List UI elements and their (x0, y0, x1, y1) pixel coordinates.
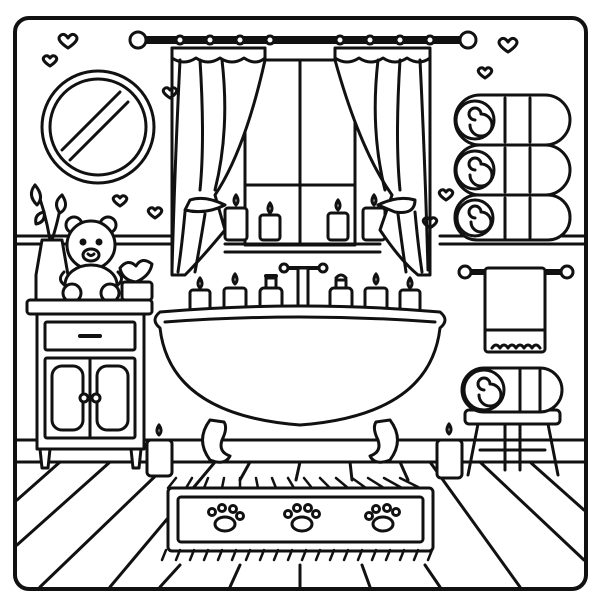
plant-vase-icon (31, 185, 68, 300)
paw-print-icon (209, 505, 244, 532)
curtain-rod-icon (130, 32, 476, 48)
round-mirror-icon (42, 71, 154, 183)
candle-icon (147, 424, 462, 478)
teddy-bear-icon (60, 217, 121, 305)
rolled-towel-icon (455, 95, 570, 240)
window-icon (225, 60, 380, 252)
candle-icon (225, 195, 385, 240)
rolled-towel-icon (462, 368, 562, 412)
page-frame (15, 18, 586, 589)
curtain-right-icon (335, 48, 430, 275)
hanging-towel-icon (485, 268, 545, 352)
stool-icon (465, 410, 560, 475)
paw-print-icon (366, 505, 400, 532)
plant-vase-icon (120, 260, 152, 300)
paw-print-icon (285, 505, 320, 532)
clawfoot-bathtub-icon (155, 306, 445, 462)
heart-icon (43, 34, 517, 228)
cabinet-icon (27, 300, 152, 468)
curtain-left-icon (172, 48, 265, 275)
